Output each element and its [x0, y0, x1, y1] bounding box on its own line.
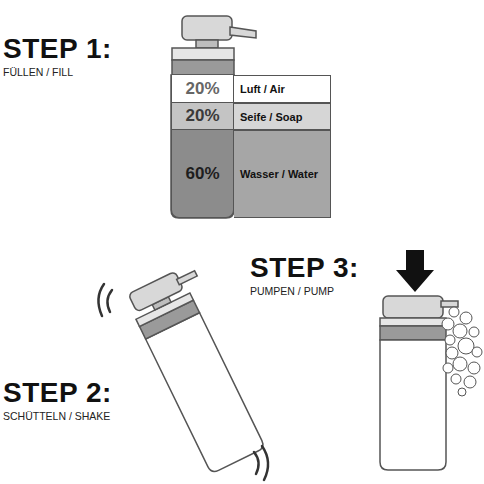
bottle-section: 20%: [171, 75, 234, 103]
water-band: 60% Wasser / Water: [171, 130, 331, 218]
label-box: Seife / Soap: [234, 103, 331, 130]
percentage: 20%: [185, 79, 219, 99]
foam-bubbles: [442, 307, 482, 396]
label-box: Luft / Air: [234, 75, 331, 103]
step-heading: STEP 1:: [3, 33, 112, 65]
bottle-section: 20%: [171, 103, 234, 130]
step-heading: STEP 2:: [3, 377, 112, 409]
percentage: 60%: [185, 164, 219, 184]
shake-marks: [98, 284, 268, 480]
air-band: 20% Luft / Air: [171, 75, 331, 103]
percentage: 20%: [185, 106, 219, 126]
ingredient-label: Seife / Soap: [240, 111, 302, 123]
soap-band: 20% Seife / Soap: [171, 103, 331, 130]
step-caption: FÜLLEN / FILL: [3, 66, 73, 79]
step-heading: STEP 3:: [250, 252, 359, 284]
push-arrow: [396, 250, 434, 292]
step-caption: SCHÜTTELN / SHAKE: [3, 410, 110, 423]
step-caption: PUMPEN / PUMP: [250, 285, 334, 298]
bottle-section: 60%: [171, 130, 234, 218]
ingredient-label: Luft / Air: [240, 83, 285, 95]
bottle-pump: [380, 296, 458, 470]
ingredient-label: Wasser / Water: [240, 168, 318, 180]
label-box: Wasser / Water: [234, 130, 331, 218]
